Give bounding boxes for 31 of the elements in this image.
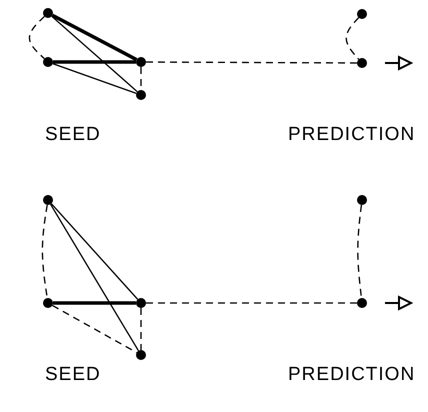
line <box>53 301 136 305</box>
caption-text: PREDICTION <box>288 124 416 146</box>
line <box>52 63 136 94</box>
graph-node-dot <box>136 57 146 67</box>
line <box>50 203 138 300</box>
dashed-line <box>146 302 357 304</box>
caption-text: SEED <box>45 124 101 146</box>
graph-node-dot <box>43 298 53 308</box>
dashed-line <box>357 204 362 298</box>
line <box>52 14 138 62</box>
caption-text: PREDICTION <box>288 364 416 386</box>
caption-text: SEED <box>45 364 101 386</box>
dashed-line <box>146 61 357 64</box>
dashed-line <box>346 17 360 60</box>
graph-node-dot <box>136 298 146 308</box>
graph-node-dot <box>357 9 367 19</box>
line <box>53 60 136 64</box>
graph-node-dot <box>43 57 53 67</box>
dashed-line <box>52 304 137 354</box>
graph-node-dot <box>357 195 367 205</box>
dashed-line <box>28 16 45 60</box>
dashed-line <box>140 308 142 350</box>
graph-node-dot <box>136 90 146 100</box>
line <box>50 204 139 352</box>
graph-node-dot <box>136 350 146 360</box>
graph-node-dot <box>43 8 53 18</box>
graph-node-dot <box>357 298 367 308</box>
graph-node-dot <box>357 58 367 68</box>
graph-node-dot <box>43 195 53 205</box>
line <box>51 16 138 92</box>
dashed-line <box>42 204 48 298</box>
